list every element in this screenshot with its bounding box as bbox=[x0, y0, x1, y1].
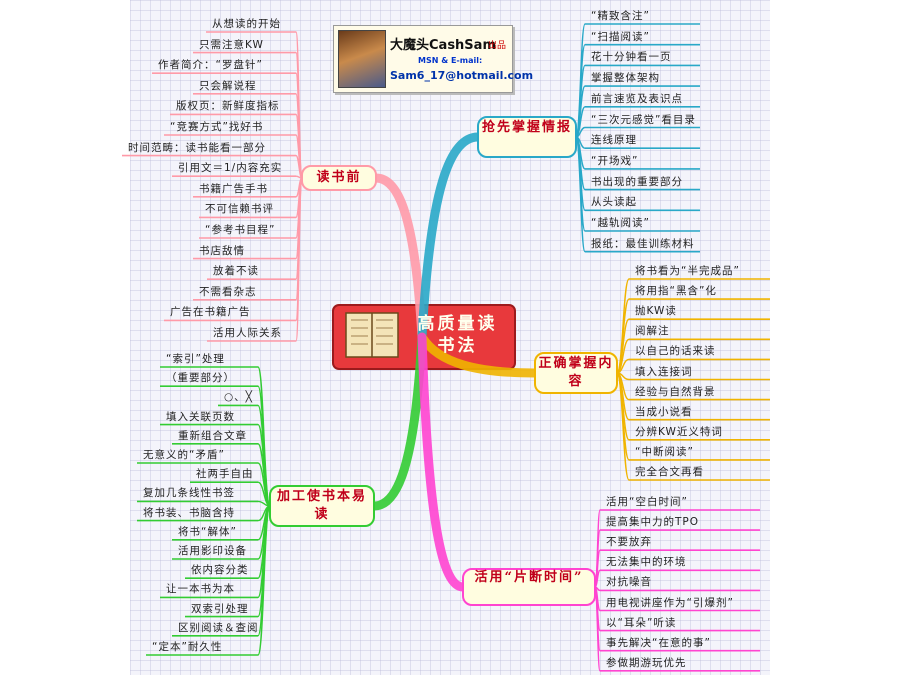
avatar bbox=[338, 30, 386, 88]
item-before: 书店敌情 bbox=[199, 244, 245, 257]
item-process: 活用影印设备 bbox=[178, 545, 247, 557]
branch-title-process: 加工使书本易读 bbox=[276, 489, 367, 522]
branch-title-before: 读书前 bbox=[316, 170, 362, 185]
item-fragment: 对抗噪音 bbox=[606, 576, 652, 589]
item-link-fragment bbox=[594, 586, 601, 672]
item-correct: 当成小说看 bbox=[635, 405, 693, 418]
item-before: 版权页：新鲜度指标 bbox=[176, 100, 280, 113]
item-link-grasp bbox=[575, 136, 586, 253]
item-fragment: 提高集中力的TPO bbox=[606, 516, 700, 529]
item-before: 不需看杂志 bbox=[199, 285, 257, 298]
item-process: 重新组合文章 bbox=[178, 429, 247, 442]
item-grasp: 书出现的重要部分 bbox=[591, 175, 683, 188]
branch-trunk-process bbox=[369, 332, 427, 511]
center-title: 高质量读书法 bbox=[417, 314, 498, 356]
branch-trunk-correct bbox=[417, 332, 540, 378]
item-before: “竞赛方式”找好书 bbox=[170, 121, 264, 133]
author-banner: 大魔头CashSam 出品 MSN & E-mail: Sam6_17@hotm… bbox=[333, 25, 533, 93]
item-process: 社两手自由 bbox=[196, 468, 254, 481]
item-link-before bbox=[295, 177, 303, 342]
item-fragment: 事先解决“在意的事” bbox=[606, 636, 711, 649]
item-process: 复加几条线性书签 bbox=[143, 487, 235, 500]
item-fragment: 以“耳朵”听读 bbox=[606, 616, 677, 629]
item-process: 将书“解体” bbox=[178, 525, 237, 538]
item-link-correct bbox=[616, 372, 630, 481]
item-correct: 填入连接词 bbox=[635, 365, 693, 378]
item-before: 广告在书籍广告 bbox=[170, 306, 251, 319]
item-process: “索引”处理 bbox=[166, 353, 225, 365]
item-before: 只需注意KW bbox=[199, 38, 264, 51]
branch-title-grasp: 抢先掌握情报 bbox=[481, 120, 572, 135]
item-before: 不可信赖书评 bbox=[205, 203, 274, 216]
item-grasp: 前言速览及表识点 bbox=[591, 92, 683, 105]
item-grasp: “越轨阅读” bbox=[591, 217, 650, 229]
item-before: 引用文＝1/内容充实 bbox=[178, 162, 283, 175]
branch-trunk-fragment bbox=[417, 332, 468, 592]
item-correct: 分辨KW近义特词 bbox=[635, 425, 723, 438]
item-process: （重要部分） bbox=[166, 372, 235, 385]
item-process: 依内容分类 bbox=[191, 564, 249, 577]
item-before: “参考书目程” bbox=[205, 224, 276, 236]
item-fragment: 活用“空白时间” bbox=[606, 496, 688, 508]
item-correct: 阅解注 bbox=[635, 325, 670, 338]
item-correct: 经验与自然背景 bbox=[635, 385, 716, 398]
item-process: 填入关联页数 bbox=[166, 410, 235, 423]
item-correct: 将用指“黑含”化 bbox=[635, 285, 717, 298]
item-grasp: 花十分钟看一页 bbox=[591, 51, 672, 64]
branch-title-fragment: 活用“片断时间” bbox=[474, 570, 584, 585]
item-process: 将书装、书脑含持 bbox=[143, 506, 235, 519]
item-process: “定本”耐久性 bbox=[152, 641, 223, 653]
item-correct: 将书看为“半完成品” bbox=[635, 265, 740, 277]
item-before: 只会解说程 bbox=[199, 79, 257, 92]
author-tag: 出品 bbox=[488, 41, 507, 51]
item-fragment: 不要放弃 bbox=[606, 536, 652, 549]
branch-title-correct: 正确掌握内容 bbox=[538, 356, 614, 389]
item-link-process bbox=[257, 404, 271, 507]
item-process: 让一本书为本 bbox=[166, 583, 235, 596]
item-grasp: 连线原理 bbox=[591, 134, 637, 147]
item-grasp: “开场戏” bbox=[591, 154, 639, 167]
author-email: Sam6_17@hotmail.com bbox=[390, 69, 534, 82]
item-before: 时间范畴：读书能看一部分 bbox=[128, 141, 266, 154]
branch-trunk-before bbox=[371, 173, 427, 342]
item-correct: 抛KW读 bbox=[635, 305, 677, 318]
item-fragment: 无法集中的环境 bbox=[606, 556, 687, 569]
item-fragment: 用电视讲座作为“引爆剂” bbox=[606, 596, 734, 609]
item-link-process bbox=[257, 505, 271, 656]
item-correct: “中断阅读” bbox=[635, 445, 694, 458]
item-process: ○、╳ bbox=[224, 391, 253, 404]
item-process: 无意义的“矛盾” bbox=[143, 449, 225, 461]
item-grasp: “扫描阅读” bbox=[591, 30, 650, 43]
item-before: 作者简介：“罗盘针” bbox=[158, 59, 263, 72]
item-correct: 以自己的话来读 bbox=[635, 345, 716, 358]
item-grasp: 从头读起 bbox=[591, 196, 637, 209]
item-process: 区别阅读＆查阅 bbox=[178, 621, 259, 634]
item-fragment: 参做期游玩优先 bbox=[606, 656, 687, 669]
item-grasp: 报纸：最佳训练材料 bbox=[591, 237, 695, 250]
item-correct: 完全合文再看 bbox=[635, 466, 704, 478]
item-grasp: “精致含注” bbox=[591, 10, 650, 22]
author-name: 大魔头CashSam bbox=[390, 38, 496, 53]
branch-trunk-grasp bbox=[417, 132, 483, 342]
item-process: 双索引处理 bbox=[191, 602, 249, 615]
item-before: 活用人际关系 bbox=[213, 327, 282, 339]
item-before: 从想读的开始 bbox=[212, 18, 281, 30]
item-link-correct bbox=[616, 298, 630, 374]
item-before: 放着不读 bbox=[213, 265, 259, 278]
contact-label: MSN & E-mail: bbox=[418, 56, 483, 65]
item-grasp: 掌握整体架构 bbox=[591, 72, 660, 85]
item-grasp: “三次元感觉”看目录 bbox=[591, 113, 696, 126]
item-before: 书籍广告手书 bbox=[199, 182, 268, 195]
